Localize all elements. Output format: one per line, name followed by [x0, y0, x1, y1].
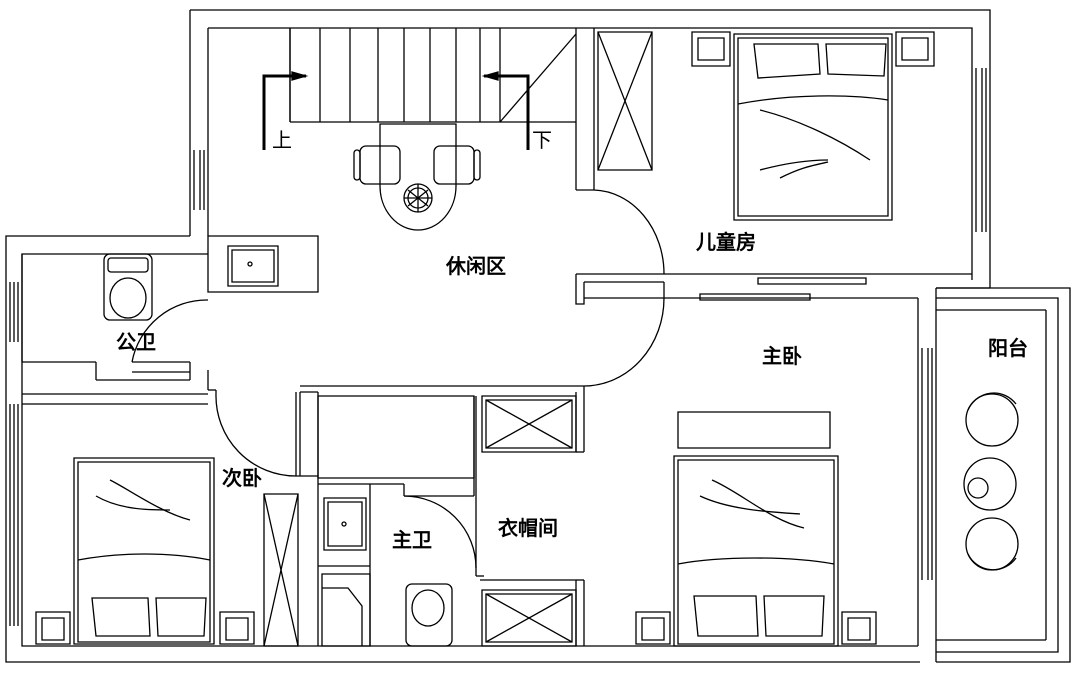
room-label-second-bedroom: 次卧: [222, 466, 262, 490]
stair-up-label: 上: [272, 128, 292, 152]
room-label-lounge: 休闲区: [446, 254, 506, 278]
kids-room-furniture: [598, 32, 934, 300]
public-bath-fixtures: [104, 246, 278, 320]
room-label-master-bedroom: 主卧: [762, 344, 802, 368]
staircase: [264, 28, 576, 150]
lounge-table-set: [354, 124, 480, 230]
second-bedroom-furniture: [36, 458, 298, 646]
closet-fixtures: [482, 396, 576, 646]
outer-walls: [6, 10, 1070, 662]
master-bedroom-furniture: [636, 412, 876, 646]
balcony-furniture: [964, 393, 1018, 570]
room-label-kids-room: 儿童房: [696, 230, 756, 254]
room-label-walk-in-closet: 衣帽间: [498, 516, 558, 540]
doors: [132, 190, 664, 568]
master-bath-fixtures: [322, 498, 452, 646]
room-label-public-bath: 公卫: [116, 330, 156, 354]
interior-walls: [22, 28, 972, 646]
windows: [10, 68, 986, 626]
room-label-master-bath: 主卫: [392, 528, 432, 552]
room-label-balcony: 阳台: [988, 336, 1028, 360]
stair-down-label: 下: [532, 128, 552, 152]
